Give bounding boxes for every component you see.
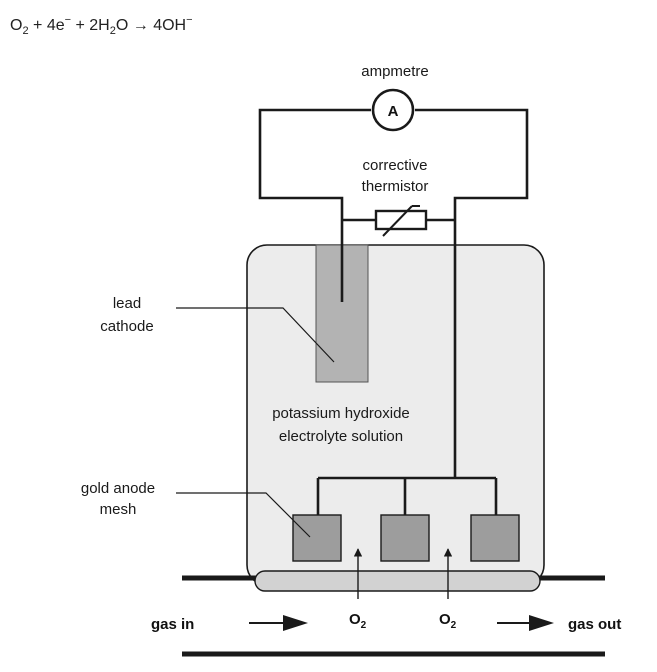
cathode-label-line2: cathode: [100, 318, 153, 335]
anode-label-line1: gold anode: [81, 480, 155, 497]
electrolyte-label-line2: electrolyte solution: [279, 428, 403, 445]
ammeter-label: ampmetre: [361, 63, 429, 80]
gas-out-arrow: [497, 615, 554, 631]
gas-out-label: gas out: [568, 616, 621, 633]
thermistor-label-line1: corrective: [362, 157, 427, 174]
ammeter: A: [371, 88, 415, 132]
anode-mesh-right: [470, 514, 520, 562]
equation-text: O2 + 4e− + 2H2O → 4OH−: [10, 14, 193, 37]
thermistor-label-line2: thermistor: [362, 178, 429, 195]
electrolyte-label-line1: potassium hydroxide: [272, 405, 410, 422]
cathode-label-line1: lead: [113, 295, 141, 312]
gas-membrane: [254, 570, 541, 592]
anode-mesh-left: [292, 514, 342, 562]
circuit-wires: [258, 108, 529, 535]
anode-mesh-middle: [380, 514, 430, 562]
ammeter-symbol: A: [388, 103, 399, 120]
o2-label-left: O2: [349, 611, 367, 631]
gas-in-label: gas in: [151, 616, 194, 633]
anode-leader: [176, 492, 311, 538]
gas-in-arrow: [249, 615, 308, 631]
anode-label-line2: mesh: [100, 501, 137, 518]
cathode-leader: [176, 307, 335, 363]
thermistor: [374, 205, 428, 237]
o2-label-right: O2: [439, 611, 457, 631]
